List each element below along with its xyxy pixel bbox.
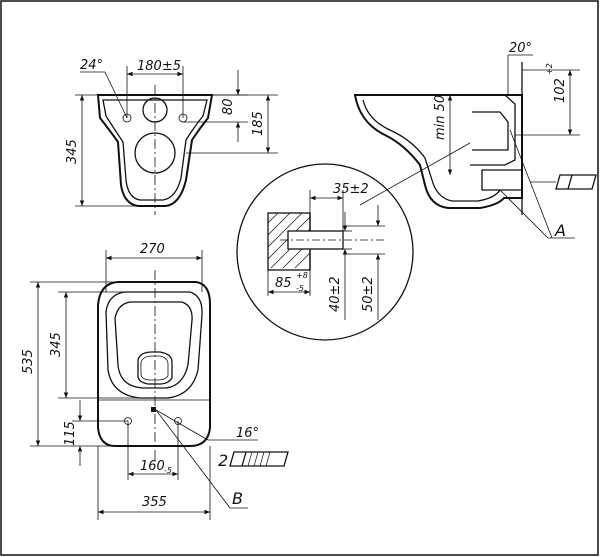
dim-detail-depth: 85 bbox=[275, 276, 292, 291]
detail-view: 35±2 85 +8 -5 40±2 50±2 bbox=[236, 163, 414, 341]
dim-front-height-80: 80 bbox=[221, 98, 236, 115]
dim-detail-40: 40±2 bbox=[328, 276, 343, 312]
side-view-tank-connection bbox=[470, 94, 516, 166]
top-view-bowl-opening bbox=[137, 351, 173, 385]
dim-side-height-tol: +2 bbox=[545, 63, 554, 75]
tolerance-box bbox=[229, 451, 289, 467]
side-view-outline bbox=[353, 94, 523, 209]
dim-front-bolt-spacing: 180±5 bbox=[137, 59, 181, 74]
side-view-outlet-pipe bbox=[481, 169, 523, 191]
front-view-outlet bbox=[134, 132, 176, 174]
dim-front-bolt-angle: 24° bbox=[80, 58, 103, 73]
dim-front-height-345: 345 bbox=[65, 139, 80, 164]
dim-top-seat: 345 bbox=[49, 332, 64, 357]
dim-side-angle: 20° bbox=[509, 41, 532, 56]
side-view: 20° 102 +2 min 50 A bbox=[353, 41, 597, 240]
dim-front-height-185: 185 bbox=[251, 111, 266, 136]
section-label-a: A bbox=[554, 221, 566, 240]
flatness-symbol bbox=[555, 174, 597, 190]
dim-top-bolt-spacing-tol: -5 bbox=[164, 466, 172, 475]
dim-top-bolt-spacing: 160 bbox=[140, 459, 165, 474]
side-view-pipe bbox=[472, 111, 509, 151]
leader-to-detail bbox=[359, 142, 471, 206]
dim-top-width: 270 bbox=[140, 242, 165, 257]
dim-top-length: 535 bbox=[21, 349, 36, 374]
top-view-seat-inner bbox=[114, 301, 193, 389]
dim-side-height-102: 102 bbox=[553, 78, 568, 103]
dim-detail-depth-tol-down: -5 bbox=[296, 284, 304, 293]
dim-top-355: 355 bbox=[142, 495, 167, 510]
top-view-marker bbox=[151, 407, 156, 412]
side-view-bowl-inner bbox=[362, 99, 501, 202]
detail-circle bbox=[236, 163, 414, 341]
top-view: 270 535 345 115 16° 2 bbox=[21, 242, 289, 520]
dim-detail-depth-tol-up: +8 bbox=[296, 271, 308, 280]
section-label-b: B bbox=[232, 489, 243, 508]
dim-top-bolt-angle: 16° bbox=[236, 426, 259, 441]
front-view-outline bbox=[96, 94, 214, 207]
dim-top-115: 115 bbox=[63, 421, 78, 446]
dim-detail-width: 35±2 bbox=[333, 182, 369, 197]
top-view-outline bbox=[97, 281, 211, 447]
dim-detail-50: 50±2 bbox=[361, 276, 376, 312]
note-2-label: 2 bbox=[218, 451, 228, 470]
top-view-seat-outer bbox=[105, 291, 203, 399]
dim-side-min: min 50 bbox=[433, 95, 448, 140]
front-view-inner-outline bbox=[102, 99, 208, 201]
front-view: 180±5 24° 80 185 345 bbox=[65, 58, 278, 215]
